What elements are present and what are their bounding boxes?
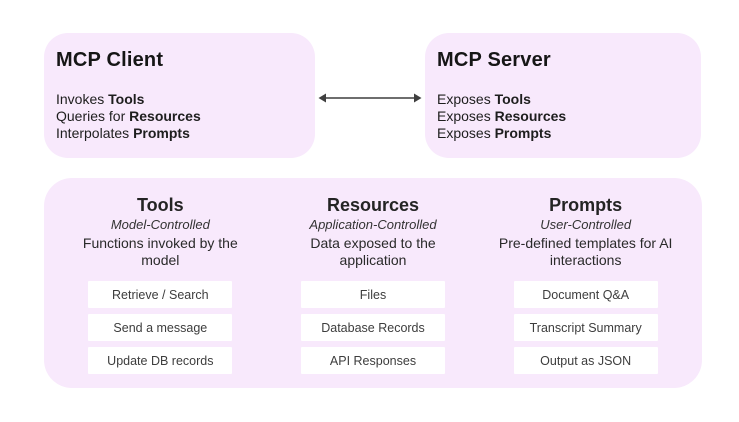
mcp-client-title: MCP Client <box>56 49 164 71</box>
capability-item-card: Retrieve / Search <box>88 281 233 308</box>
mcp-server-title: MCP Server <box>437 49 551 71</box>
column-title: Prompts <box>549 195 623 215</box>
capability-item-card: Output as JSON <box>513 347 658 374</box>
feature-line: Exposes Tools <box>437 91 531 107</box>
column-title: Tools <box>137 195 184 215</box>
feature-line: Invokes Tools <box>56 91 145 107</box>
capability-item-card: Database Records <box>301 314 445 341</box>
capability-item-card: API Responses <box>301 347 445 374</box>
feature-line: Queries for Resources <box>56 108 201 124</box>
column-title: Resources <box>326 195 420 215</box>
capability-item-card: Files <box>301 281 445 308</box>
feature-line: Exposes Prompts <box>437 125 552 141</box>
column-description: Functions invoked by the model <box>82 235 238 268</box>
column-subtitle: Application-Controlled <box>309 217 437 232</box>
column-description: Pre-defined templates for AI interaction… <box>498 235 673 268</box>
capability-item-card: Document Q&A <box>513 281 658 308</box>
column-description: Data exposed to the application <box>310 235 436 268</box>
column-subtitle: User-Controlled <box>540 217 632 232</box>
bidirectional-arrow-icon <box>317 91 423 103</box>
column-subtitle: Model-Controlled <box>110 217 210 232</box>
feature-line: Exposes Resources <box>437 108 567 124</box>
feature-line: Interpolates Prompts <box>56 125 190 141</box>
capability-item-card: Send a message <box>88 314 233 341</box>
capability-item-card: Update DB records <box>88 347 233 374</box>
capability-item-card: Transcript Summary <box>513 314 658 341</box>
